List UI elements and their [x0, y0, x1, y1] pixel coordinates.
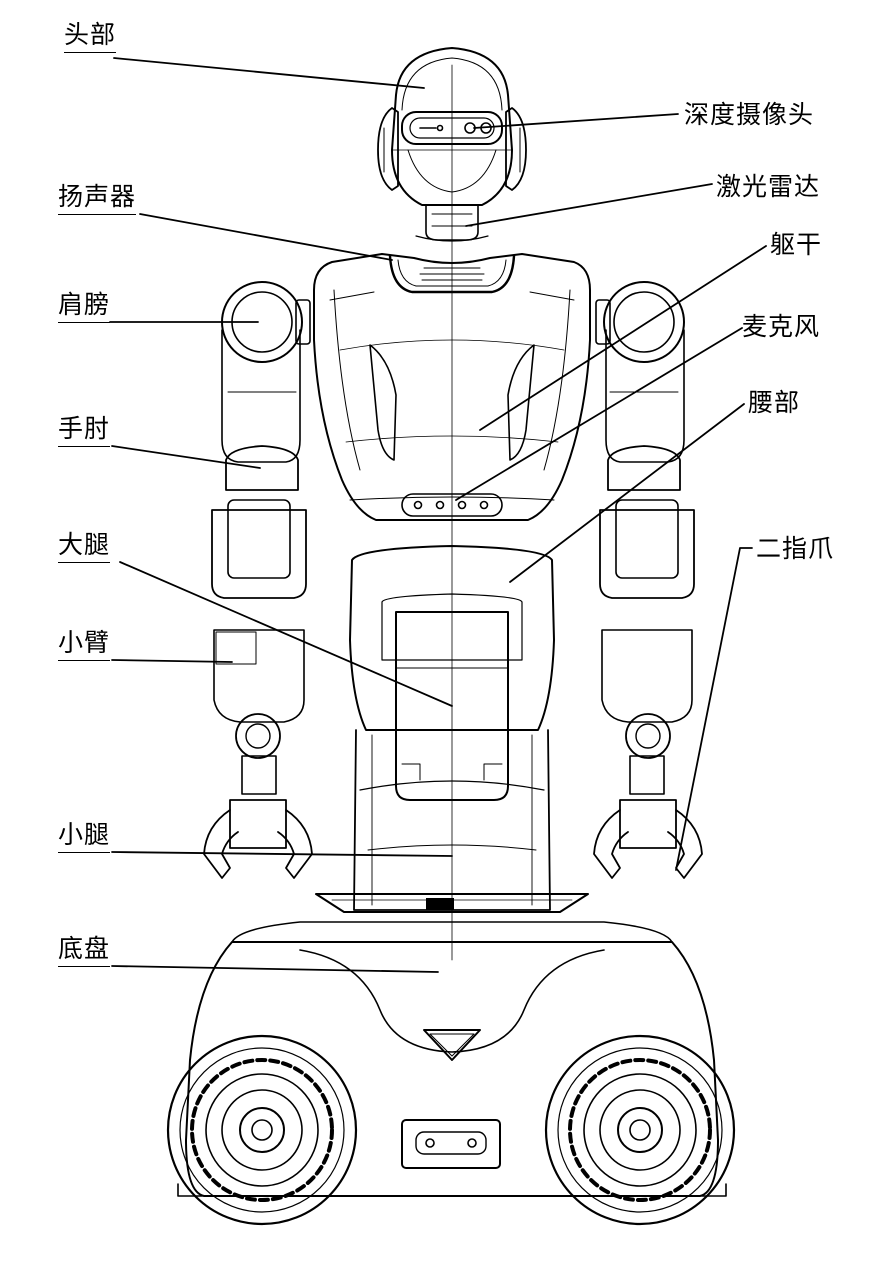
- robot-waist: [349, 545, 555, 801]
- leader-gripper: [675, 547, 753, 871]
- label-microphone: 麦克风: [742, 312, 821, 341]
- label-torso: 躯干: [770, 230, 823, 259]
- label-head: 头部: [64, 20, 117, 53]
- leader-torso: [479, 245, 767, 431]
- leader-lidar: [465, 183, 713, 227]
- label-waist: 腰部: [748, 388, 801, 417]
- label-lidar: 激光雷达: [716, 172, 821, 201]
- leader-shank: [111, 851, 453, 857]
- robot-torso: [313, 253, 591, 521]
- leader-lines: [109, 57, 767, 973]
- right-arm: [593, 281, 703, 879]
- label-gripper: 二指爪: [756, 534, 835, 563]
- label-depth-camera: 深度摄像头: [684, 100, 815, 129]
- leader-thigh: [119, 561, 453, 707]
- label-chassis: 底盘: [58, 934, 111, 967]
- leader-chassis: [111, 965, 439, 973]
- label-thigh: 大腿: [58, 530, 111, 563]
- label-shoulder: 肩膀: [58, 290, 111, 323]
- leader-forearm: [111, 659, 233, 663]
- leader-speaker: [139, 213, 393, 261]
- label-shank: 小腿: [58, 820, 111, 853]
- left-wheel: [166, 1034, 358, 1226]
- robot-base-rim: [315, 893, 589, 913]
- label-elbow: 手肘: [58, 414, 111, 447]
- leader-elbow: [111, 445, 261, 469]
- label-speaker: 扬声器: [58, 182, 137, 215]
- leader-waist: [509, 403, 745, 583]
- left-arm: [203, 281, 313, 879]
- leader-depth-camera: [473, 113, 679, 129]
- leader-microphone: [455, 327, 743, 501]
- leader-head: [113, 57, 425, 89]
- label-forearm: 小臂: [58, 628, 111, 661]
- right-wheel: [544, 1034, 736, 1226]
